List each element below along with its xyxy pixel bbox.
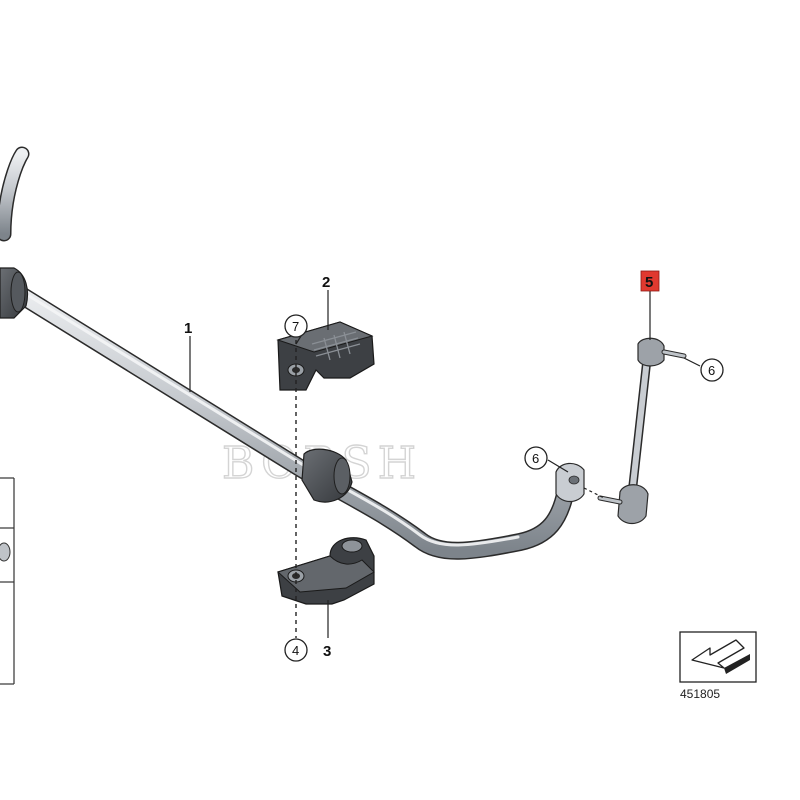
callout-part-6-lower: 6 [532, 451, 539, 466]
callout-part-2: 2 [322, 274, 330, 291]
callout-part-5: 5 [645, 274, 653, 291]
upper-clamp [276, 321, 375, 391]
bar-bushing-left [0, 267, 29, 319]
callout-part-4-circle: 4 [284, 638, 308, 662]
callout-part-5-highlighted: 5 [640, 270, 660, 292]
callout-part-3: 3 [323, 643, 331, 660]
left-edge-frame [0, 477, 15, 685]
callout-part-6-lower-circle: 6 [524, 446, 548, 470]
callout-part-6-upper: 6 [708, 363, 715, 378]
direction-indicator-box [679, 631, 757, 683]
leader-lines [189, 290, 701, 638]
left-edge-part-fragment [0, 542, 11, 562]
callout-part-4: 4 [292, 643, 299, 658]
direction-arrow-icon [691, 639, 750, 674]
callout-part-6-upper-circle: 6 [700, 358, 724, 382]
callout-part-7-circle: 7 [284, 314, 308, 338]
callout-part-7: 7 [292, 319, 299, 334]
bar-end-eye [555, 462, 585, 503]
callout-part-1: 1 [184, 320, 192, 337]
lower-clamp [277, 537, 375, 605]
diagram-reference-code: 451805 [680, 687, 720, 701]
bar-bushing-center [301, 448, 353, 503]
stabilizer-link [597, 337, 687, 525]
clamp-ribs [311, 331, 361, 361]
